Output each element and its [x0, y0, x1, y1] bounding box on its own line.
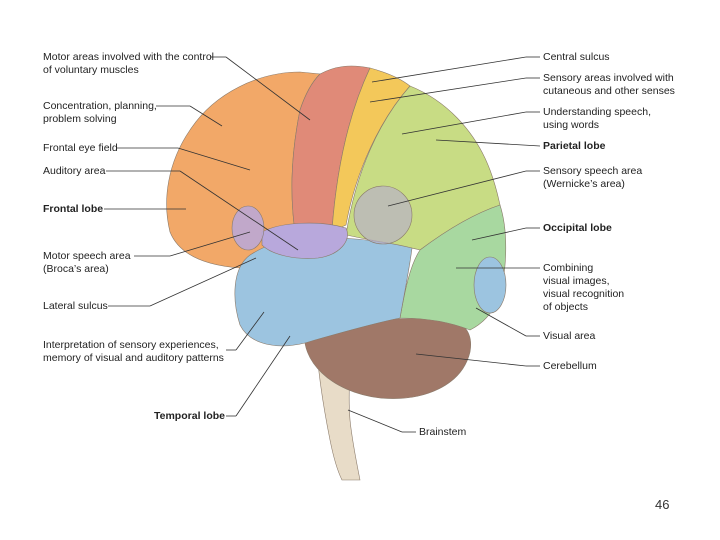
label-frontal-lobe: Frontal lobe [43, 203, 103, 216]
label-sensory-areas-line2: cutaneous and other senses [543, 85, 675, 97]
label-sensory-speech-line2: (Wernicke’s area) [543, 178, 625, 190]
label-parietal-lobe-line1: Parietal lobe [543, 140, 606, 152]
label-interpretation: Interpretation of sensory experiences, m… [43, 339, 224, 365]
label-occipital-lobe-line1: Occipital lobe [543, 222, 612, 234]
label-interpretation-line2: memory of visual and auditory patterns [43, 352, 224, 364]
label-sensory-areas-line1: Sensory areas involved with [543, 72, 674, 84]
label-temporal-lobe: Temporal lobe [154, 410, 225, 423]
auditory-area-shape [261, 222, 348, 259]
label-sensory-speech-line1: Sensory speech area [543, 165, 643, 177]
label-cerebellum: Cerebellum [543, 360, 597, 373]
sensory-strip-shape [331, 67, 411, 231]
broca-area-shape [231, 205, 265, 251]
label-central-sulcus: Central sulcus [543, 51, 610, 64]
label-concentration: Concentration, planning, problem solving [43, 100, 157, 126]
label-sensory-areas: Sensory areas involved with cutaneous an… [543, 72, 675, 98]
label-understanding-speech-line2: using words [543, 119, 600, 131]
label-auditory-area: Auditory area [43, 165, 105, 178]
label-occipital-lobe: Occipital lobe [543, 222, 612, 235]
label-combining-line3: visual recognition [543, 288, 625, 300]
label-lateral-sulcus: Lateral sulcus [43, 300, 108, 313]
label-combining: Combining visual images, visual recognit… [543, 262, 624, 314]
label-lateral-sulcus-line1: Lateral sulcus [43, 300, 108, 312]
label-brainstem-line1: Brainstem [419, 426, 467, 438]
label-frontal-eye-field-line1: Frontal eye field [43, 142, 118, 154]
label-temporal-lobe-line1: Temporal lobe [154, 410, 225, 422]
label-brainstem: Brainstem [419, 426, 466, 439]
wernicke-area-shape [353, 185, 413, 245]
label-motor-speech-line1: Motor speech area [43, 250, 131, 262]
label-understanding-speech-line1: Understanding speech, [543, 106, 651, 118]
label-motor-speech: Motor speech area (Broca’s area) [43, 250, 131, 276]
label-motor-areas-line2: of voluntary muscles [43, 64, 139, 76]
label-frontal-eye-field: Frontal eye field [43, 142, 118, 155]
visual-area-shape [473, 256, 507, 314]
label-visual-area-line1: Visual area [543, 330, 596, 342]
label-combining-line4: of objects [543, 301, 588, 313]
label-concentration-line1: Concentration, planning, [43, 100, 157, 112]
label-central-sulcus-line1: Central sulcus [543, 51, 610, 63]
label-visual-area: Visual area [543, 330, 595, 343]
label-parietal-lobe: Parietal lobe [543, 140, 605, 153]
label-cerebellum-line1: Cerebellum [543, 360, 597, 372]
label-combining-line2: visual images, [543, 275, 610, 287]
label-auditory-area-line1: Auditory area [43, 165, 106, 177]
label-concentration-line2: problem solving [43, 113, 117, 125]
label-interpretation-line1: Interpretation of sensory experiences, [43, 339, 219, 351]
label-understanding-speech: Understanding speech, using words [543, 106, 651, 132]
label-motor-areas: Motor areas involved with the control of… [43, 51, 214, 77]
label-frontal-lobe-line1: Frontal lobe [43, 203, 104, 215]
label-motor-areas-line1: Motor areas involved with the control [43, 51, 214, 63]
label-combining-line1: Combining [543, 262, 594, 274]
page-number: 46 [655, 497, 670, 512]
leader-lines [104, 56, 541, 433]
label-motor-speech-line2: (Broca’s area) [43, 263, 109, 275]
label-sensory-speech: Sensory speech area (Wernicke’s area) [543, 165, 642, 191]
